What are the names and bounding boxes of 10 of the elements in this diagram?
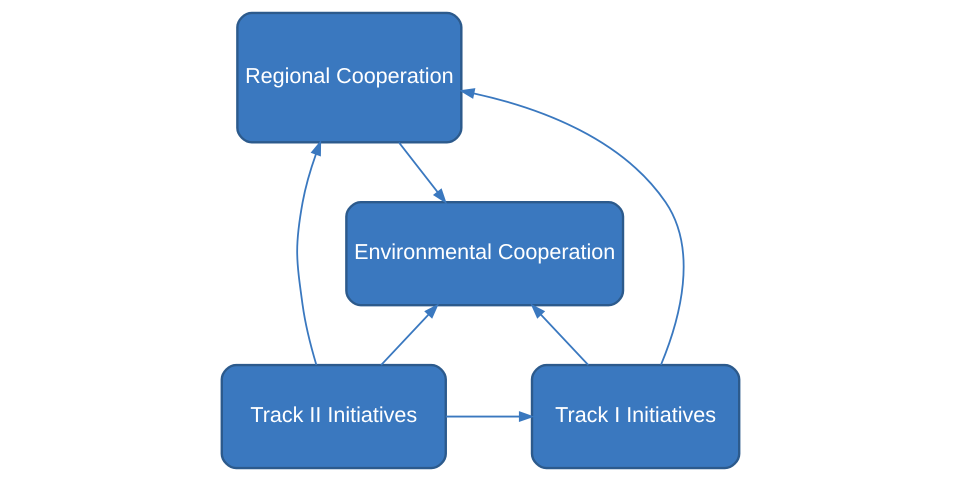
arrow	[296, 140, 321, 366]
arrow	[458, 88, 684, 366]
node-box: Track I Initiatives	[530, 364, 740, 470]
node-box: Track II Initiatives	[220, 364, 446, 470]
arrow	[530, 304, 588, 366]
arrow	[380, 304, 438, 366]
node-box: Environmental Cooperation	[344, 200, 624, 306]
arrow	[398, 142, 446, 204]
arrow	[445, 411, 534, 422]
node-box: Regional Cooperation	[236, 12, 462, 144]
